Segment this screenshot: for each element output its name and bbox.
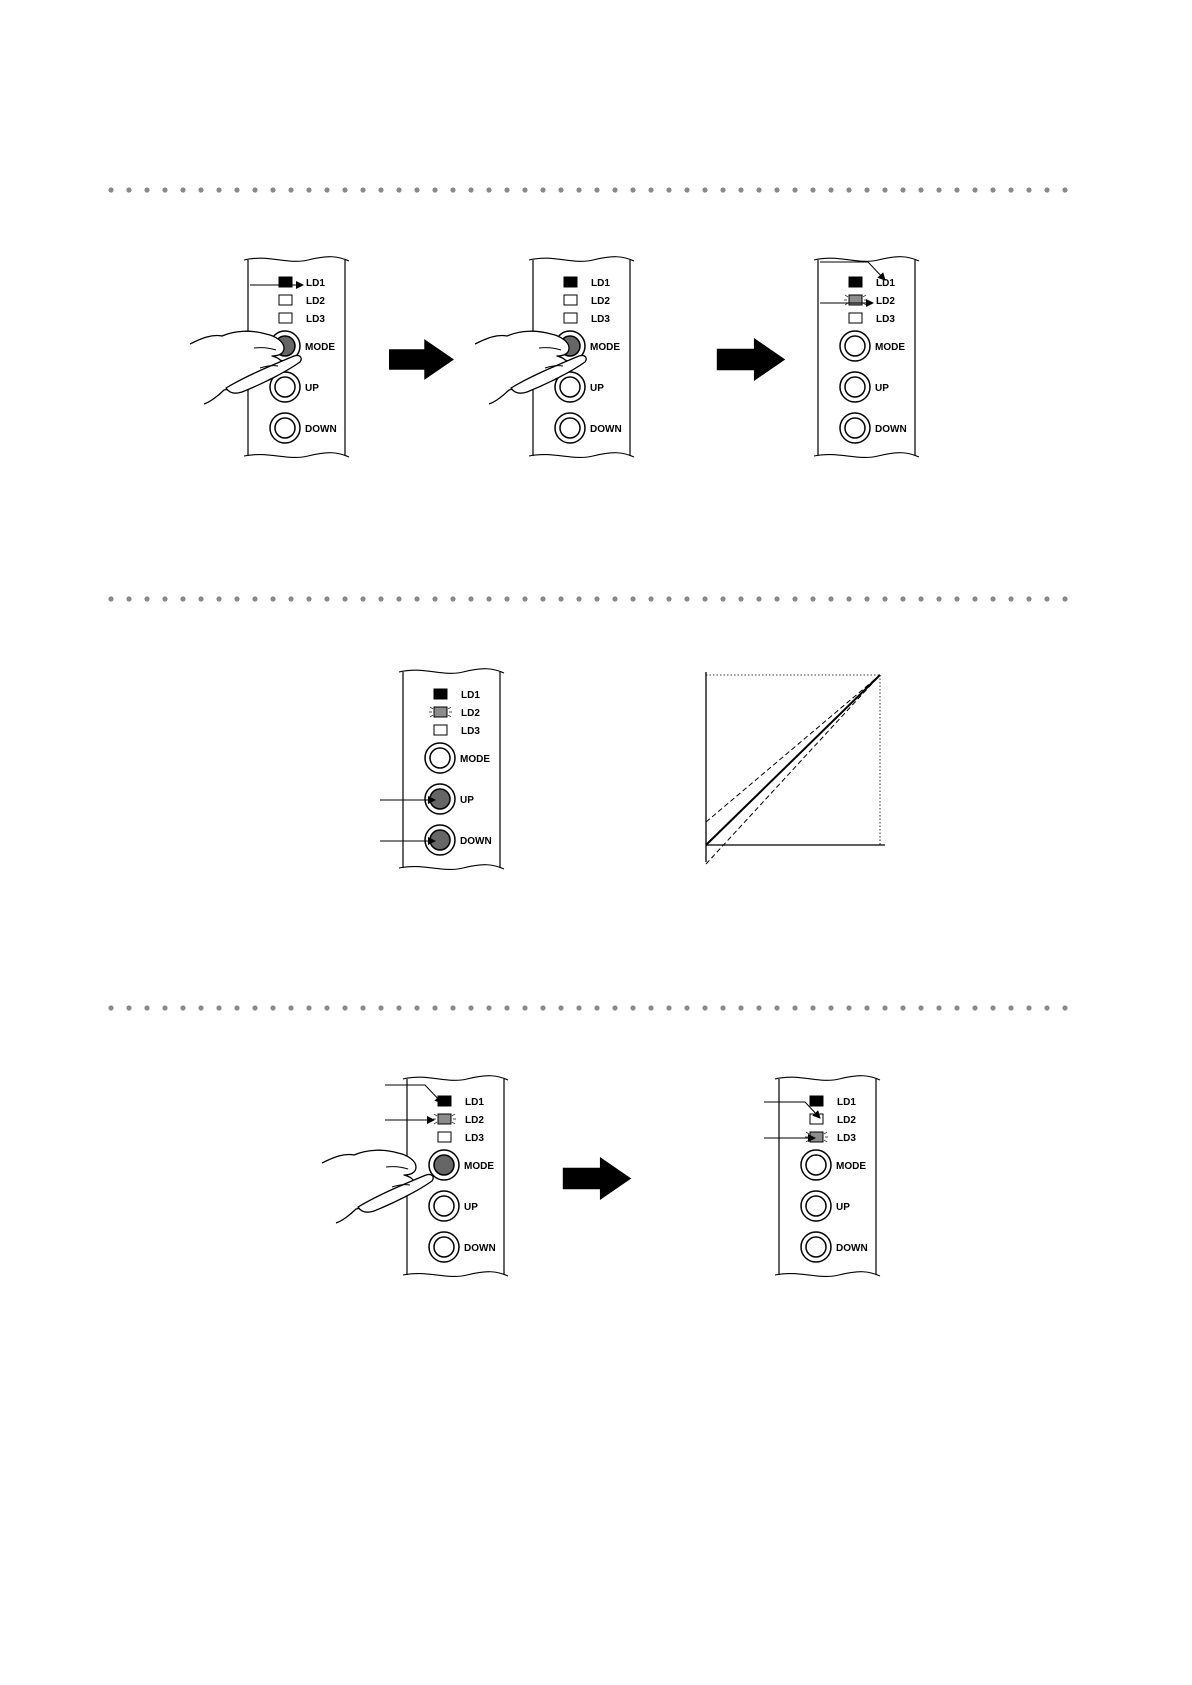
pointing-hand-icon <box>322 1150 433 1223</box>
led-label-ld3: LD3 <box>876 314 895 325</box>
mode-button-label: MODE <box>305 342 335 353</box>
up-button-label: UP <box>464 1202 478 1213</box>
down-button-label: DOWN <box>875 424 907 435</box>
down-button[interactable] <box>840 413 870 443</box>
led-label-ld3: LD3 <box>591 314 610 325</box>
separator-1 <box>108 187 1067 192</box>
led-label-ld1: LD1 <box>461 690 480 701</box>
led-ld3 <box>564 313 577 323</box>
led-label-ld2: LD2 <box>461 708 480 719</box>
panel-torn-top <box>399 669 504 674</box>
thick-right-arrow-icon <box>563 1157 631 1200</box>
panel-torn-bottom <box>399 865 504 870</box>
down-button[interactable] <box>270 413 300 443</box>
mode-button[interactable] <box>801 1150 831 1180</box>
led-ld1 <box>564 277 577 287</box>
led-ld3 <box>849 313 862 323</box>
mode-button-label: MODE <box>836 1161 866 1172</box>
thick-right-arrow-icon <box>717 338 785 381</box>
led-ld3 <box>810 1132 823 1142</box>
up-button-label: UP <box>460 795 474 806</box>
led-ld3 <box>279 313 292 323</box>
mode-button[interactable] <box>425 743 455 773</box>
panel-torn-bottom <box>529 453 634 458</box>
led-label-ld3: LD3 <box>461 726 480 737</box>
mode-button-label: MODE <box>464 1161 494 1172</box>
down-button-label: DOWN <box>590 424 622 435</box>
panel-torn-top <box>244 257 349 262</box>
graph-line-solid <box>706 675 880 845</box>
down-button[interactable] <box>801 1232 831 1262</box>
panel-torn-top <box>775 1076 880 1081</box>
led-label-ld2: LD2 <box>465 1115 484 1126</box>
led-label-ld2: LD2 <box>591 296 610 307</box>
separator-3 <box>108 1005 1067 1010</box>
down-button-label: DOWN <box>305 424 337 435</box>
up-button[interactable] <box>429 1191 459 1221</box>
panel-torn-bottom <box>814 453 919 458</box>
led-label-ld2: LD2 <box>837 1115 856 1126</box>
mode-button-label: MODE <box>460 754 490 765</box>
led-label-ld3: LD3 <box>465 1133 484 1144</box>
panel-torn-bottom <box>403 1272 508 1277</box>
led-ld1 <box>434 689 447 699</box>
led-ld3 <box>438 1132 451 1142</box>
led-label-ld3: LD3 <box>306 314 325 325</box>
panel-torn-top <box>529 257 634 262</box>
led-label-ld1: LD1 <box>837 1097 856 1108</box>
down-button[interactable] <box>429 1232 459 1262</box>
adjustment-graph <box>706 672 885 864</box>
down-button[interactable] <box>555 413 585 443</box>
mode-button[interactable] <box>429 1150 459 1180</box>
led-ld1 <box>810 1096 823 1106</box>
panel-torn-top <box>814 257 919 262</box>
down-button[interactable] <box>425 825 455 855</box>
up-button[interactable] <box>425 784 455 814</box>
up-button-label: UP <box>590 383 604 394</box>
graph-line-dashed-lower <box>706 675 880 864</box>
thick-right-arrow-icon <box>389 339 454 380</box>
led-ld2 <box>279 295 292 305</box>
led-label-ld2: LD2 <box>876 296 895 307</box>
led-label-ld2: LD2 <box>306 296 325 307</box>
led-ld2 <box>434 707 447 717</box>
up-button-label: UP <box>875 383 889 394</box>
led-label-ld1: LD1 <box>465 1097 484 1108</box>
led-label-ld1: LD1 <box>306 278 325 289</box>
mode-button-label: MODE <box>590 342 620 353</box>
up-button[interactable] <box>840 372 870 402</box>
led-ld2 <box>810 1114 823 1124</box>
led-ld2 <box>564 295 577 305</box>
led-ld3 <box>434 725 447 735</box>
mode-button-label: MODE <box>875 342 905 353</box>
led-ld1 <box>849 277 862 287</box>
pointer-line <box>385 1085 442 1103</box>
mode-button[interactable] <box>840 331 870 361</box>
up-button-label: UP <box>305 383 319 394</box>
down-button-label: DOWN <box>464 1243 496 1254</box>
separator-2 <box>108 596 1067 601</box>
led-ld2 <box>438 1114 451 1124</box>
led-label-ld1: LD1 <box>876 278 895 289</box>
panel-torn-top <box>403 1076 508 1081</box>
down-button-label: DOWN <box>460 836 492 847</box>
led-label-ld1: LD1 <box>591 278 610 289</box>
up-button-label: UP <box>836 1202 850 1213</box>
up-button[interactable] <box>801 1191 831 1221</box>
down-button-label: DOWN <box>836 1243 868 1254</box>
panel-torn-bottom <box>244 453 349 458</box>
led-label-ld3: LD3 <box>837 1133 856 1144</box>
panel-torn-bottom <box>775 1272 880 1277</box>
graph-line-dashed-upper <box>706 675 880 822</box>
